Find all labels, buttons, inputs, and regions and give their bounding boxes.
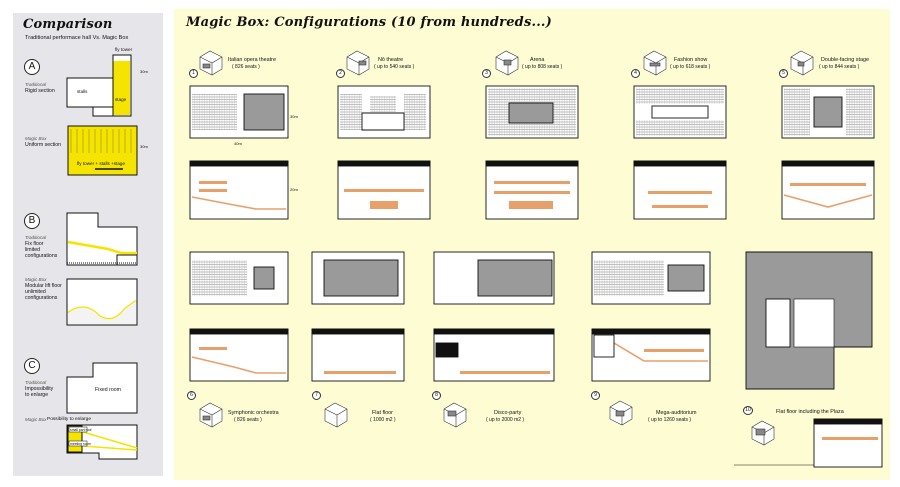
config-6-seats: ( 826 seats )	[234, 417, 262, 423]
section-a-traditional	[66, 54, 132, 117]
config-9-seats: ( up to 1260 seats )	[648, 417, 692, 423]
c-fixed-room-label: Fixed room	[95, 387, 121, 393]
letter-c-badge: C	[24, 358, 40, 374]
c-magic-text: Possibility to enlarge	[47, 417, 91, 422]
a-trad-tag: Traditional	[25, 82, 47, 87]
row2-icons	[199, 400, 775, 446]
c-trad-line1: Impossibility	[25, 386, 54, 392]
configurations-title: Magic Box: Configurations (10 from hundr…	[186, 15, 553, 30]
section-b-traditional	[66, 212, 138, 266]
config-5-number: 5	[779, 69, 788, 78]
a-stage-label: stage	[115, 97, 127, 102]
config-6-name: Symphonic orchestra	[228, 410, 279, 416]
b-trad-line1: Fix floor	[25, 241, 44, 247]
section-c-magic	[66, 424, 138, 460]
c-box1-label: small part roof	[70, 428, 92, 432]
config-5-seats: ( up to 844 seats )	[819, 64, 860, 70]
config-2-name: Nô theatre	[378, 57, 404, 63]
letter-a-badge: A	[24, 59, 40, 75]
comparison-subtitle: Traditional performace hall Vs. Magic Bo…	[25, 35, 129, 41]
b-trad-tag: Traditional	[25, 235, 47, 240]
configuration-drawings	[189, 50, 883, 468]
dim-width-label: 40m	[234, 141, 242, 146]
config-9-name: Mega-auditorium	[656, 410, 697, 416]
config-2-number: 2	[336, 69, 345, 78]
b-trad-line2: limited	[25, 247, 40, 253]
comparison-title: Comparison	[23, 17, 113, 32]
c-magic-tag: Magic Box	[25, 417, 47, 422]
section-c-traditional	[66, 362, 138, 414]
b-magic-tag: Magic Box	[25, 277, 47, 282]
row2-sections	[189, 328, 883, 468]
a-stalls-label: stalls	[77, 89, 88, 94]
config-1-name: Italian opera theatre	[228, 57, 276, 63]
a-magic-tag: Magic Box	[25, 136, 47, 141]
c-trad-tag: Traditional	[25, 380, 47, 385]
b-magic-line1: Modular lift floor	[25, 283, 62, 289]
a-magic-inner-label: fly tower + stalls +stage	[77, 161, 126, 166]
config-6-number: 6	[187, 391, 196, 400]
config-7-name: Flat floor	[372, 410, 393, 416]
config-4-number: 4	[631, 69, 640, 78]
config-7-seats: ( 1000 m2 )	[370, 417, 396, 423]
config-5-name: Double-facing stage	[821, 57, 869, 63]
c-trad-line2: to enlarge	[25, 392, 49, 398]
config-10-number: 10	[743, 406, 753, 415]
b-magic-line3: configurations	[25, 295, 58, 301]
config-8-seats: ( up to 2000 m2 )	[486, 417, 525, 423]
config-8-name: Disco-party	[494, 410, 522, 416]
config-10-name: Flat floor including the Plaza	[776, 409, 844, 415]
configurations-panel: Magic Box: Configurations (10 from hundr…	[174, 9, 890, 480]
row1-sections	[189, 160, 875, 220]
row1-plans	[189, 85, 875, 139]
b-magic-line2: unlimited	[25, 289, 46, 295]
row2-plans	[189, 251, 873, 390]
section-a-magic	[67, 125, 138, 176]
a-dim-label: 30m	[140, 69, 148, 74]
letter-b-badge: B	[24, 213, 40, 229]
comparison-panel: Comparison Traditional performace hall V…	[13, 13, 163, 476]
a-fly-tower-label: fly tower	[115, 47, 133, 52]
a-magic-dim-label: 30m	[140, 144, 148, 149]
config-9-number: 9	[591, 391, 600, 400]
config-3-seats: ( up to 808 seats )	[522, 64, 563, 70]
dim-height-label: 20m	[290, 187, 298, 192]
comparison-drawings	[66, 54, 138, 460]
config-2-seats: ( up to 540 seats )	[374, 64, 415, 70]
row1-icons	[199, 50, 814, 76]
c-box2-label: meeting room	[70, 442, 91, 446]
a-magic-text: Uniform section	[25, 142, 62, 148]
config-7-number: 7	[312, 391, 321, 400]
config-1-number: 1	[189, 69, 198, 78]
a-trad-text: Rigid section	[25, 88, 55, 94]
config-4-name: Fashion show	[674, 57, 708, 63]
config-4-seats: ( up to 618 seats )	[670, 64, 711, 70]
config-3-number: 3	[482, 69, 491, 78]
config-1-seats: ( 826 seats )	[232, 64, 260, 70]
dim-depth-label: 30m	[290, 114, 298, 119]
config-3-name: Arena	[530, 57, 545, 63]
config-8-number: 8	[432, 391, 441, 400]
b-trad-line3: configurations	[25, 253, 58, 259]
section-b-magic	[66, 278, 138, 326]
